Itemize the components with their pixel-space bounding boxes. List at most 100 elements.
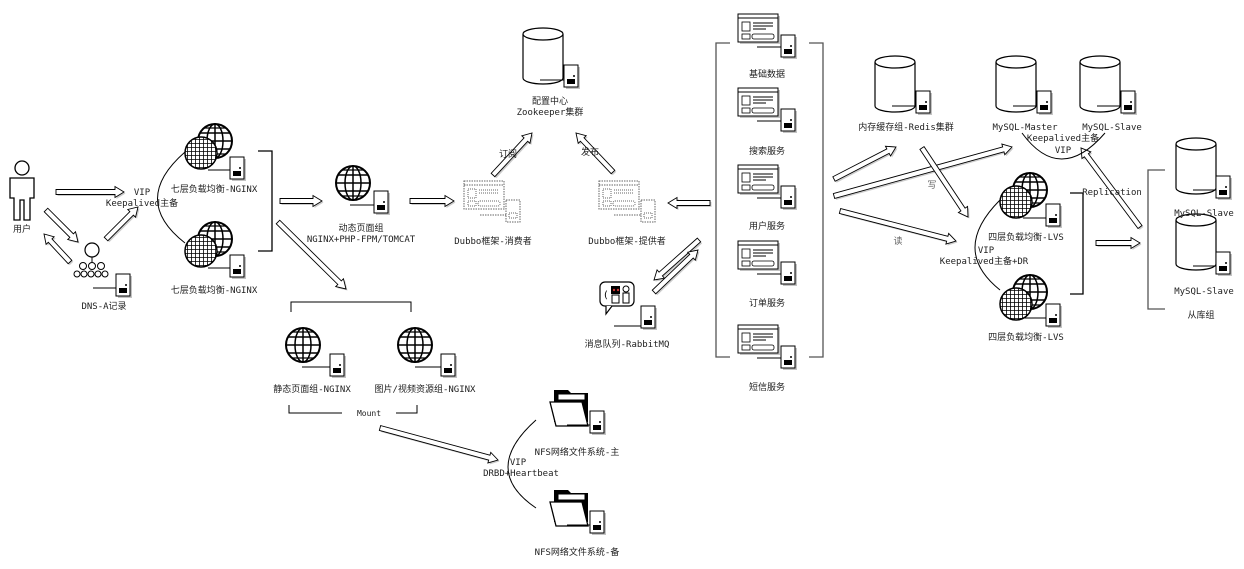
nfs-vip-arc — [507, 419, 537, 509]
arrow-l7-to-dynamic — [279, 194, 323, 208]
l7-bracket — [258, 150, 273, 252]
nfs-backup-label: NFS网络文件系统-备 — [534, 548, 620, 558]
arrow-mount-to-nfs — [378, 425, 499, 464]
svg-text:(: ( — [604, 290, 608, 301]
user-icon — [9, 160, 35, 221]
slave-2-icon — [1175, 213, 1233, 277]
services-bracket-right — [809, 42, 824, 358]
service-icon — [737, 324, 798, 371]
arrow-services-to-provider — [667, 196, 711, 210]
nfs-backup-icon — [549, 489, 607, 536]
rabbitmq-label: 消息队列-RabbitMQ — [584, 340, 670, 350]
dubbo-consumer-label: Dubbo框架-消费者 — [454, 237, 532, 247]
lvs-2-icon — [1000, 275, 1063, 329]
media-group-icon — [397, 327, 458, 379]
lvs-keepalived-label: Keepalived主备+DR — [939, 257, 1029, 267]
user-label: 用户 — [12, 225, 32, 235]
slave-1-icon — [1175, 137, 1233, 201]
mount-bracket — [288, 405, 418, 414]
dns-icon — [73, 242, 109, 278]
service-icon — [737, 164, 798, 211]
service-label: 基础数据 — [748, 70, 786, 80]
dynamic-group-icon — [335, 165, 391, 216]
replication-label: Replication — [1082, 188, 1142, 198]
arrow-l7-to-static — [275, 219, 347, 290]
arrow-write-to-master — [832, 143, 1013, 199]
l7-lb-1-label: 七层负载均衡-NGINX — [170, 185, 258, 195]
mysql-slave-top-label: MySQL-Slave — [1082, 123, 1142, 133]
lvs-bracket — [1070, 192, 1084, 295]
service-label: 用户服务 — [748, 222, 786, 232]
lvs-vip-arc — [974, 199, 1001, 291]
arrow-mq-to-provider — [651, 249, 699, 295]
slave-1-label: MySQL-Slave — [1174, 209, 1234, 219]
zookeeper-cluster-label: Zookeeper集群 — [516, 108, 584, 118]
arrow-dns-to-vip — [103, 206, 139, 242]
zookeeper-icon — [522, 27, 581, 90]
rabbitmq-server-icon — [614, 305, 658, 331]
services-icons — [737, 13, 798, 371]
dns-server-icon — [93, 273, 133, 299]
mysql-master-label: MySQL-Master — [992, 123, 1058, 133]
mysql-slave-top-icon — [1079, 55, 1138, 116]
arrow-publish — [575, 132, 616, 175]
publish-label: 发布 — [580, 148, 600, 158]
mysql-keepalived-label: Keepalived主备 — [1026, 134, 1100, 144]
redis-label: 内存缓存组-Redis集群 — [858, 123, 954, 133]
arrow-dns-to-user — [43, 233, 73, 265]
lvs-2-label: 四层负载均衡-LVS — [988, 333, 1064, 343]
services-bracket-left — [715, 42, 730, 358]
service-icon — [737, 87, 798, 134]
arrows-layer — [43, 132, 1144, 465]
service-label: 订单服务 — [748, 299, 786, 309]
arrow-subscribe — [490, 132, 533, 178]
subscribe-label: 订阅 — [498, 150, 518, 160]
dynamic-stack-label: NGINX+PHP-FPM/TOMCAT — [306, 235, 416, 245]
media-label: 图片/视频资源组-NGINX — [374, 385, 476, 395]
mysql-vip-arc — [1021, 132, 1106, 160]
vip-label: VIP — [133, 188, 151, 198]
l7-lb-2-label: 七层负载均衡-NGINX — [170, 286, 258, 296]
slave-group-bracket — [1147, 169, 1165, 310]
arrow-dynamic-to-consumer — [409, 194, 455, 208]
arrow-lvs-to-slaves — [1095, 236, 1141, 250]
dubbo-provider-label: Dubbo框架-提供者 — [588, 237, 666, 247]
redis-icon — [874, 55, 933, 116]
arrow-user-to-vip — [55, 185, 125, 199]
nfs-vip-label: VIP — [509, 458, 527, 468]
zookeeper-label: 配置中心 — [531, 97, 569, 107]
arrow-provider-to-mq — [653, 237, 702, 281]
nfs-master-icon — [549, 389, 607, 436]
service-icon — [737, 13, 798, 60]
static-media-bracket — [290, 301, 412, 312]
arrow-redis-to-lvs — [919, 145, 969, 218]
static-label: 静态页面组-NGINX — [273, 385, 351, 395]
slave-group-label: 从库组 — [1187, 311, 1215, 321]
nfs-master-label: NFS网络文件系统-主 — [534, 448, 620, 458]
mount-label: Mount — [356, 409, 382, 418]
mysql-vip-label: VIP — [1054, 146, 1072, 156]
dns-label: DNS-A记录 — [81, 302, 127, 312]
lvs-vip-label: VIP — [977, 246, 995, 256]
dynamic-label: 动态页面组 — [338, 224, 384, 234]
service-label: 短信服务 — [748, 383, 786, 393]
arrow-to-redis — [832, 145, 897, 182]
write-label: 写 — [927, 181, 937, 191]
keepalived-label: Keepalived主备 — [105, 199, 179, 209]
read-label: 读 — [893, 237, 903, 247]
service-label: 搜索服务 — [748, 147, 786, 157]
service-icon — [737, 240, 798, 287]
l7-lb-2-icon — [185, 222, 247, 280]
l7-lb-1-icon — [185, 124, 247, 182]
lvs-1-icon — [1000, 173, 1063, 229]
arrow-user-to-dns — [43, 207, 79, 243]
static-group-icon — [285, 327, 347, 379]
dubbo-consumer-icon — [463, 180, 521, 223]
dubbo-provider-icon — [598, 180, 656, 223]
l7-vip-arc — [157, 151, 186, 244]
lvs-1-label: 四层负载均衡-LVS — [988, 233, 1064, 243]
nfs-drbd-label: DRBD+Heartbeat — [483, 469, 559, 479]
arrow-read-to-lvs — [838, 208, 957, 245]
rabbitmq-icon: ( — [599, 281, 635, 316]
